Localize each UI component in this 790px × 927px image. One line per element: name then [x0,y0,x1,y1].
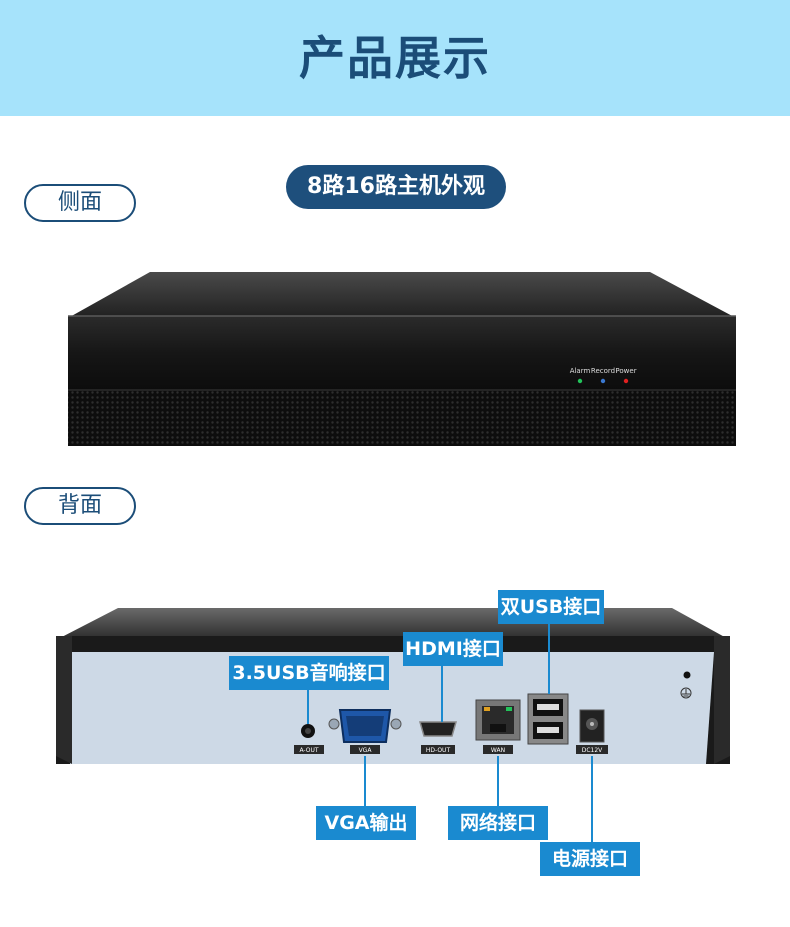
callout-dual-usb: 双USB接口 [498,590,604,624]
top-banner: 产品展示 [0,0,790,116]
reset-hole-icon [683,671,691,679]
device-back-panel [68,652,714,764]
device-back-top [56,608,730,640]
front-indicators: Alarm Record Power [570,367,637,384]
callout-network: 网络接口 [448,806,548,840]
alarm-led-icon [577,378,583,384]
device-front-vent [68,390,736,446]
power-led-icon [623,378,629,384]
indicator-label-power: Power [615,367,636,375]
banner-title: 产品展示 [299,31,491,85]
back-view-label: 背面 [24,487,136,525]
callout-power: 电源接口 [540,842,640,876]
hdmi-port-icon [419,721,457,737]
indicator-label-record: Record [591,367,615,375]
dual-usb-icon [527,693,569,745]
callout-hdmi: HDMI接口 [403,632,503,666]
port-label-hdout: HD-OUT [426,747,451,754]
port-label-vga: VGA [359,747,373,754]
ethernet-port-icon [475,699,521,741]
record-led-icon [600,378,606,384]
port-label-dc: DC12V [582,747,603,754]
indicator-label-alarm: Alarm [570,367,591,375]
callout-audio: 3.5USB音响接口 [229,656,389,690]
device-front-face [68,316,736,390]
callout-lines [307,618,593,842]
vga-port-icon [328,709,402,743]
side-view-label: 侧面 [24,184,136,222]
port-label-wan: WAN [491,747,505,754]
callout-vga: VGA输出 [316,806,416,840]
port-label-aout: A-OUT [299,747,318,754]
power-jack-icon [579,709,605,743]
device-top-surface [68,272,736,318]
product-subtitle: 8路16路主机外观 [286,165,506,209]
